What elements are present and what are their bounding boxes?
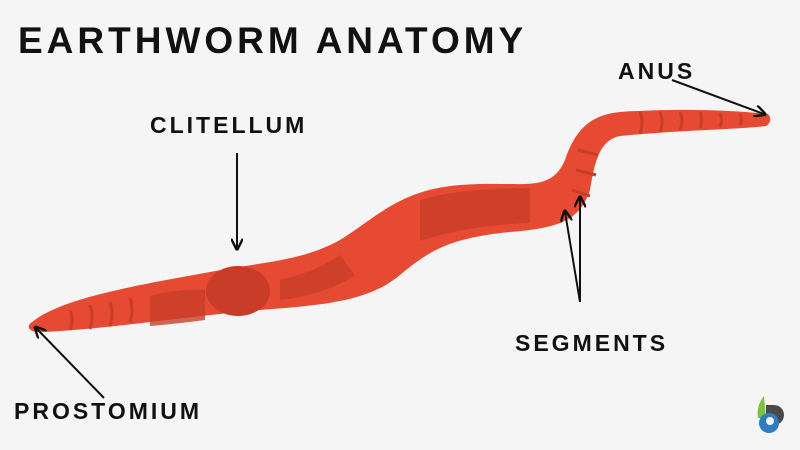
segments-arrow-1 xyxy=(565,212,581,303)
segment-stripes xyxy=(68,111,743,331)
label-anus: ANUS xyxy=(618,58,696,84)
label-segments: SEGMENTS xyxy=(515,330,669,356)
logo-icon xyxy=(757,396,784,433)
worm-body xyxy=(28,109,771,332)
prostomium-arrow xyxy=(36,328,105,399)
label-clitellum: CLITELLUM xyxy=(150,112,308,138)
anus-arrow xyxy=(671,79,764,114)
page-title: EARTHWORM ANATOMY xyxy=(18,20,528,61)
clitellum xyxy=(206,266,270,316)
label-prostomium: PROSTOMIUM xyxy=(14,398,203,424)
